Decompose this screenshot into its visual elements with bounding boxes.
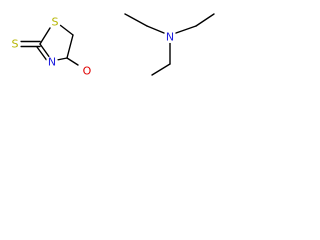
rhodanine-atom-labels: S S N O [9,16,93,78]
ring-bond-c5-c4 [66,34,74,59]
atom-label-amine-n: N [166,31,174,44]
ethyl-right-c1-c2 [195,13,215,27]
atom-label-ring-n: N [48,56,56,69]
rhodanine-bonds [20,24,79,66]
atom-label-ring-s: S [52,16,59,29]
ring-bond-n3-c2-b [36,46,48,61]
ring-bond-s1-c5 [59,24,74,36]
atom-label-oxygen: O [83,65,92,78]
ring-nitrogen-atom: N [46,56,58,69]
ethyl-right-n-c1 [175,25,197,34]
ring-bond-c4-n3 [56,57,68,61]
hydroxyl-oxygen-atom: O [81,65,93,78]
ethyl-down-c1-c2 [151,63,171,76]
nitrogen-atom: N [164,31,176,44]
thione-sulfur-atom: S [9,38,21,51]
ethyl-left-c1-n [146,25,165,34]
rhodanine-molecule: S S N O [9,16,93,78]
ring-sulfur-atom: S [49,16,61,29]
ring-bond-n3-c2-a [39,43,51,59]
ethyl-left-c1-c2 [124,13,148,27]
triethylamine-bonds [124,13,215,76]
atom-label-thione-s: S [12,38,19,51]
triethylamine-molecule: N [124,13,215,76]
ring-bond-c2-s1 [39,27,51,45]
chemical-structure-drawing: S S N O [9,13,215,78]
c4-oxygen-bond [66,57,79,66]
